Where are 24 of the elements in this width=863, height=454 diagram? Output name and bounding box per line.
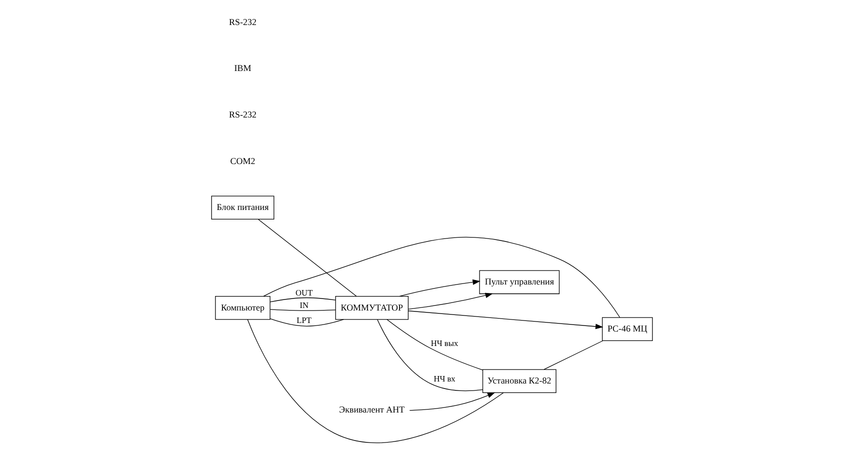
node-box: Установка К2-82 (482, 369, 556, 394)
connector (376, 319, 482, 392)
node-box: КОММУТАТОР (334, 296, 408, 320)
label: COM2 (230, 156, 255, 166)
arrow (408, 292, 493, 310)
connector (246, 319, 504, 444)
label: RS-232 (228, 109, 256, 120)
connector (262, 236, 620, 318)
connector (269, 318, 344, 326)
node-text: Эквивалент АНТ (338, 404, 404, 414)
label: RS-232 (228, 16, 256, 27)
connector (257, 219, 356, 297)
connector (386, 319, 483, 370)
node-box: Компьютер (214, 296, 270, 320)
node-box: РС-46 МЦ (601, 317, 652, 341)
arrow (398, 279, 480, 297)
node-box: Пульт управления (478, 270, 560, 294)
connector (543, 340, 603, 370)
arrow (408, 310, 603, 330)
connector (269, 309, 336, 311)
connector (269, 297, 336, 302)
arrow (408, 392, 495, 411)
label: IBM (234, 63, 251, 74)
node-box: Блок питания (210, 196, 274, 220)
